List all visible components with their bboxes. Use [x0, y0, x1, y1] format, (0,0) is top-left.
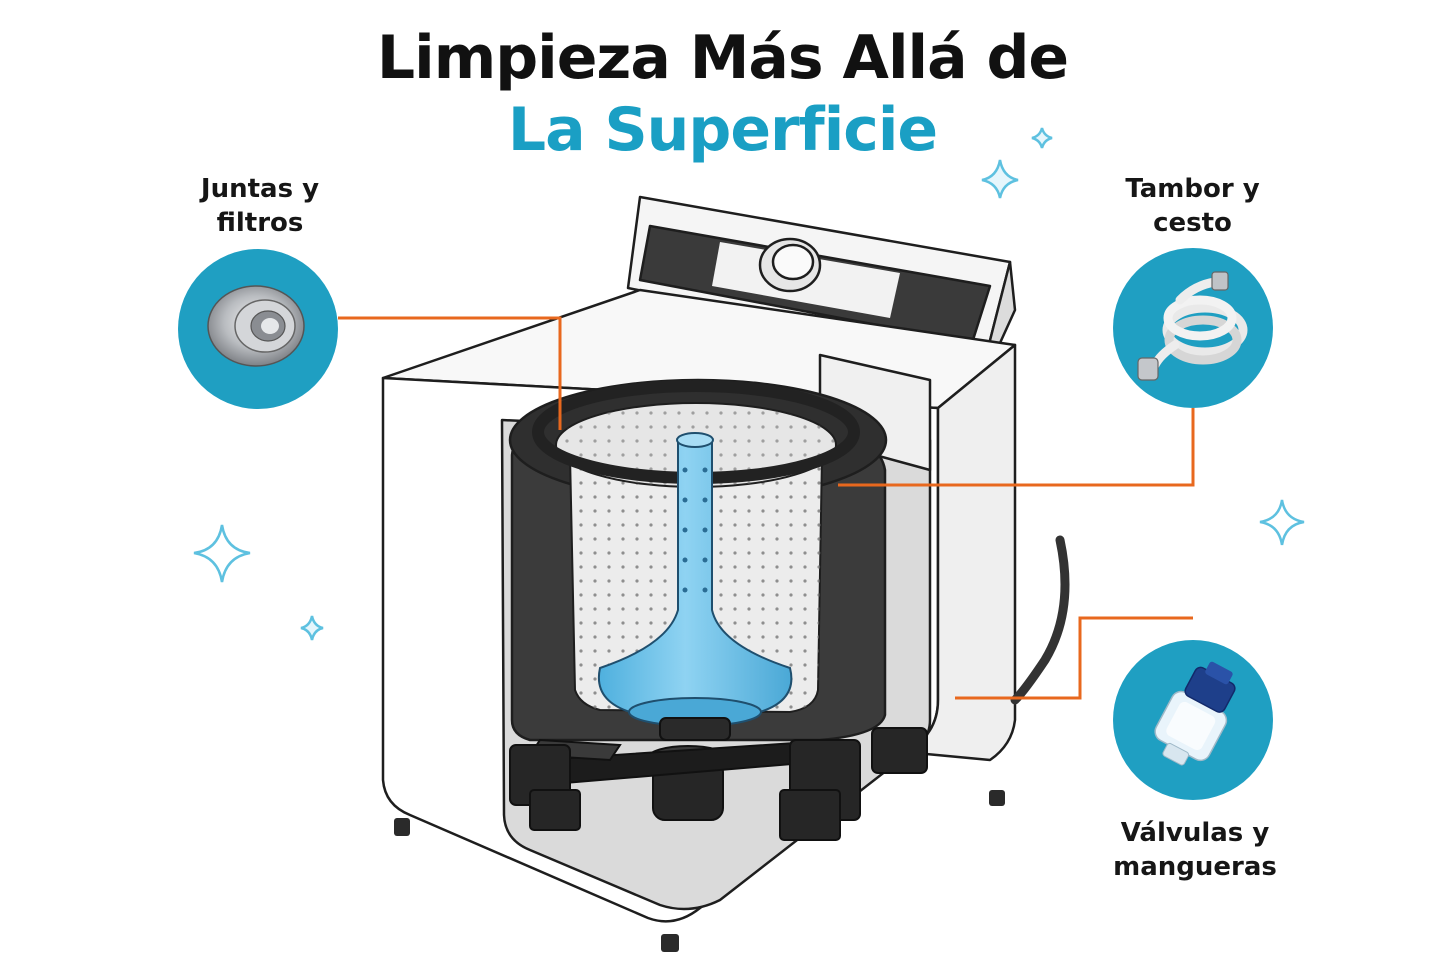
title-line-1: Limpieza Más Allá de [376, 23, 1069, 93]
washer-feet [394, 790, 1005, 952]
coiled-hose-icon [1137, 271, 1248, 381]
motor-base [509, 727, 928, 841]
leader-lines [338, 316, 1195, 700]
callout-label-valves: Válvulas y mangueras [1085, 816, 1305, 884]
callout-drum-line-2: cesto [1153, 208, 1232, 238]
callout-label-drum: Tambor y cesto [1095, 172, 1290, 240]
title-line-2: La Superficie [507, 95, 938, 165]
callout-circle-drum [1113, 248, 1273, 408]
callout-circle-valves [1113, 640, 1273, 800]
drain-hose [1010, 535, 1070, 705]
callout-seals-line-1: Juntas y [200, 174, 320, 204]
callout-seals-line-2: filtros [216, 208, 304, 238]
agitator [597, 432, 793, 741]
callout-valves-line-2: mangueras [1113, 852, 1277, 882]
sparkle-icon [193, 127, 1305, 641]
seal-filter-icon [207, 285, 305, 367]
callout-valves-line-1: Válvulas y [1120, 818, 1270, 848]
agitator-holes [682, 467, 708, 593]
water-filter-valve-icon [1154, 661, 1236, 766]
callout-drum-line-1: Tambor y [1125, 174, 1260, 204]
callout-label-seals: Juntas y filtros [165, 172, 355, 240]
knob-icon [758, 237, 822, 293]
callout-circle-seals [178, 249, 338, 409]
